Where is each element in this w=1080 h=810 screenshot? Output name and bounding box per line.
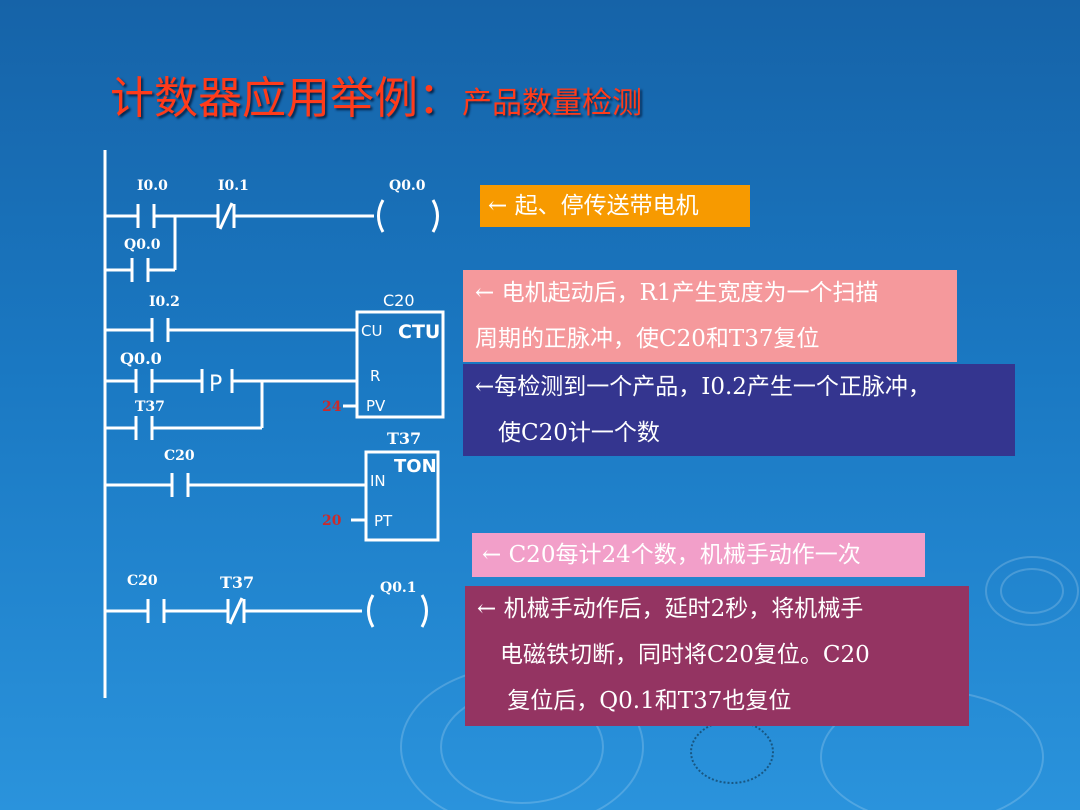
coil-q01-label: Q0.1	[380, 580, 417, 596]
timer-pt-label: PT	[374, 512, 393, 530]
contact-i01-label: I0.1	[218, 178, 249, 194]
timer-type-label: TON	[394, 456, 437, 477]
contact-t37-b-label: T37	[220, 573, 254, 592]
note-line: ← 电机起动后，R1产生宽度为一个扫描	[475, 280, 879, 306]
note-reset-pulse: ← 电机起动后，R1产生宽度为一个扫描 周期的正脉冲，使C20和T37复位	[463, 270, 957, 362]
contact-q00-seal-label: Q0.0	[124, 237, 161, 253]
contact-t37-b-symbol	[228, 597, 244, 625]
note-start-stop: ← 起、停传送带电机	[480, 185, 750, 227]
contact-q00-label: Q0.0	[120, 349, 162, 368]
note-count-pulse: ←每检测到一个产品，I0.2产生一个正脉冲， 使C20计一个数	[463, 364, 1015, 456]
page-title: 计数器应用举例：产品数量检测	[110, 62, 642, 126]
coil-q01-symbol	[367, 594, 375, 628]
timer-pt-value: 20	[322, 513, 342, 529]
note-count-24: ← C20每计24个数，机械手动作一次	[472, 533, 925, 577]
contact-t37-label: T37	[135, 399, 165, 415]
counter-box	[355, 310, 445, 419]
counter-name-label: C20	[383, 291, 415, 310]
ripple-decoration	[985, 556, 1079, 626]
coil-q00-label: Q0.0	[389, 178, 426, 194]
contact-c20-label: C20	[164, 448, 195, 464]
coil-q00-symbol	[431, 199, 439, 233]
note-line: 复位后，Q0.1和T37也复位	[477, 688, 792, 714]
note-line: 使C20计一个数	[475, 420, 660, 446]
timer-in-label: IN	[370, 472, 386, 490]
counter-pv-label: PV	[366, 397, 386, 415]
contact-i02-label: I0.2	[149, 294, 180, 310]
counter-pv-value: 24	[322, 399, 342, 415]
note-line: ←每检测到一个产品，I0.2产生一个正脉冲，	[475, 374, 931, 400]
counter-cu-label: CU	[361, 322, 382, 340]
note-line: 周期的正脉冲，使C20和T37复位	[475, 326, 820, 352]
title-main: 计数器应用举例：	[110, 73, 462, 124]
counter-r-label: R	[370, 367, 380, 385]
timer-name-label: T37	[387, 429, 421, 448]
note-line: ← 起、停传送带电机	[488, 193, 699, 219]
coil-q00-symbol	[377, 199, 385, 233]
note-line: ← C20每计24个数，机械手动作一次	[482, 542, 861, 568]
timer-box	[364, 450, 440, 542]
contact-i01-symbol	[218, 202, 234, 230]
note-delay-reset: ← 机械手动作后，延时2秒，将机械手 电磁铁切断，同时将C20复位。C20 复位…	[465, 586, 969, 726]
coil-q01-symbol	[420, 594, 428, 628]
note-line: ← 机械手动作后，延时2秒，将机械手	[477, 596, 864, 622]
note-line: 电磁铁切断，同时将C20复位。C20	[477, 642, 870, 668]
contact-c20-b-label: C20	[127, 573, 158, 589]
pulse-p-label: P	[209, 372, 222, 397]
counter-type-label: CTU	[398, 321, 440, 343]
title-sub: 产品数量检测	[462, 86, 642, 121]
contact-i00-label: I0.0	[137, 178, 168, 194]
